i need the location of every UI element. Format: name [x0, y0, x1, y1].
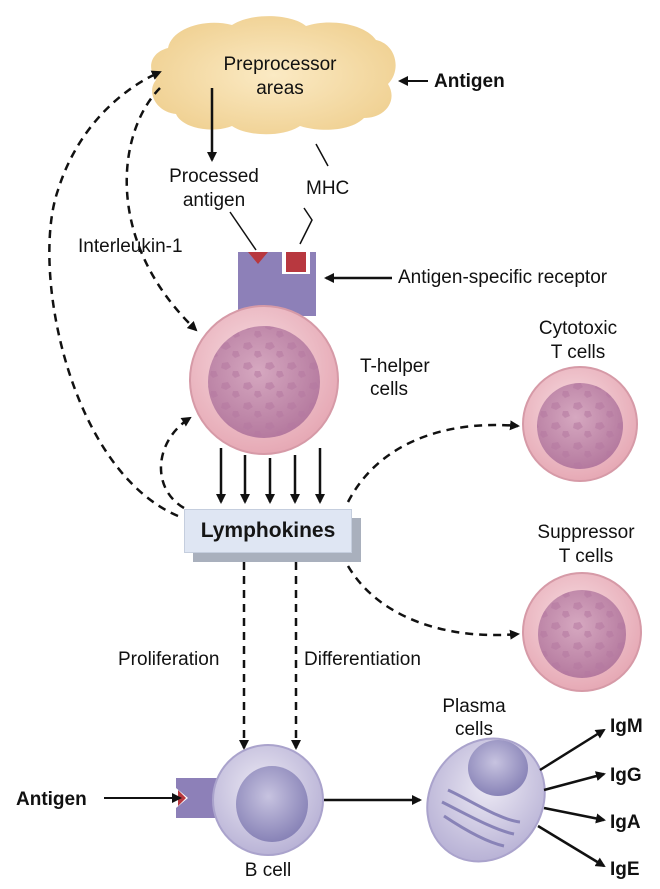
proliferation-label: Proliferation: [118, 649, 220, 670]
processed-antigen-label-1: Processed: [169, 166, 259, 187]
antigen-top-label: Antigen: [434, 71, 505, 92]
iga-label: IgA: [610, 812, 641, 833]
lymphokines-label: Lymphokines: [200, 519, 336, 542]
cytotoxic-label-1: Cytotoxic: [538, 318, 618, 339]
suppressor-label-2: T cells: [558, 546, 614, 567]
preprocessor-label-2: areas: [256, 78, 304, 99]
igm-label: IgM: [610, 716, 643, 737]
processed-antigen-connector: [229, 211, 257, 251]
dashed-arrow-lymphokines-to-thelper: [159, 416, 192, 510]
t-helper-label-2: cells: [370, 379, 409, 400]
ige-label: IgE: [610, 859, 640, 880]
differentiation-label: Differentiation: [304, 649, 421, 670]
b-cell: [212, 744, 324, 856]
processed-antigen-label-2: antigen: [182, 190, 246, 211]
antigen-specific-receptor-label: Antigen-specific receptor: [398, 267, 608, 288]
preprocessor-label-1: Preprocessor: [223, 54, 337, 75]
suppressor-t-cell: [522, 572, 642, 692]
cytotoxic-t-cell: [522, 366, 638, 482]
antibody-arrows: [537, 728, 606, 868]
antigen-bottom-label: Antigen: [16, 789, 87, 810]
mhc-connector-lower: [299, 207, 313, 245]
t-helper-cell: [189, 305, 339, 455]
plasma-label-2: cells: [454, 719, 494, 740]
cytotoxic-label-2: T cells: [550, 342, 606, 363]
b-cell-label: B cell: [244, 860, 292, 881]
mhc-label: MHC: [306, 178, 350, 199]
lymphokine-release-arrows: [216, 448, 325, 504]
dashed-arrow-to-cytotoxic: [346, 420, 520, 503]
interleukin-label: Interleukin-1: [78, 236, 183, 257]
antigen-specific-receptor: [238, 252, 316, 316]
t-helper-label-1: T-helper: [360, 356, 430, 377]
plasma-cell: [426, 737, 546, 863]
dashed-arrow-to-suppressor: [346, 565, 520, 640]
dashed-arrow-lymphokines-to-preprocessor: [48, 70, 179, 518]
suppressor-label-1: Suppressor: [537, 522, 635, 543]
mhc-connector: [315, 143, 329, 167]
igg-label: IgG: [610, 765, 642, 786]
lymphokines-box: Lymphokines: [184, 509, 352, 553]
plasma-label-1: Plasma: [442, 696, 506, 717]
